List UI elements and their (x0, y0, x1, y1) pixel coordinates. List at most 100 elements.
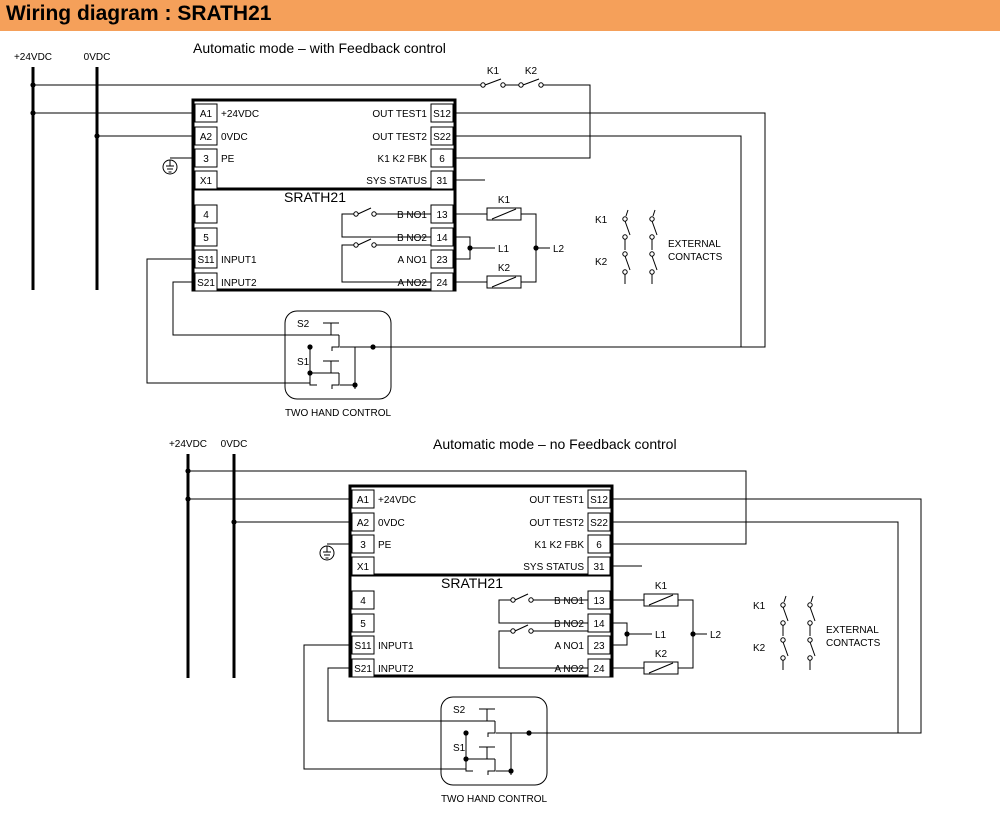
contact-terminal (500, 82, 506, 88)
terminal-S12 (587, 489, 611, 509)
wire (188, 470, 747, 545)
wire (651, 255, 658, 271)
terminal-label: A NO2 (398, 278, 428, 289)
wire (146, 258, 310, 384)
terminal-5 (351, 613, 375, 633)
terminal-label: 0VDC (221, 132, 248, 143)
wire (327, 667, 466, 722)
terminal-label: INPUT1 (378, 641, 414, 652)
terminal-A1 (194, 103, 218, 123)
terminal-label: SYS STATUS (523, 562, 584, 573)
contact-terminal (518, 82, 524, 88)
wire (303, 644, 466, 770)
contact-terminal (807, 655, 813, 661)
wire (514, 624, 529, 632)
label-fb-k1: K1 (487, 66, 500, 77)
contact-terminal (622, 234, 628, 240)
label-coil-k1: K1 (655, 581, 668, 592)
terminal-label: INPUT2 (221, 278, 257, 289)
label-two-hand: TWO HAND CONTROL (285, 408, 392, 419)
terminal-label: K1 K2 FBK (378, 154, 428, 165)
terminal-number: 13 (436, 210, 448, 221)
contact-terminal (622, 216, 628, 222)
wire (809, 641, 816, 657)
terminal-number: 3 (203, 154, 209, 165)
wire (782, 606, 789, 622)
junction-dot (533, 245, 539, 251)
wire (624, 220, 631, 236)
junction-dot (690, 631, 696, 637)
terminal-S22 (430, 126, 454, 146)
contact-terminal (528, 597, 534, 603)
wire (522, 78, 540, 86)
label-l2: L2 (710, 630, 722, 641)
wire (491, 276, 517, 288)
wire (648, 594, 674, 606)
contact-terminal (538, 82, 544, 88)
terminal-number: 23 (436, 255, 448, 266)
terminal-A1 (351, 489, 375, 509)
label-l1: L1 (655, 630, 667, 641)
terminal-number: S11 (354, 641, 371, 652)
label-s1: S1 (453, 743, 466, 754)
label-s2: S2 (453, 705, 466, 716)
wire (782, 641, 789, 657)
terminal-number: 3 (360, 540, 366, 551)
terminal-number: 5 (203, 233, 209, 244)
page-title: Wiring diagram : SRATH21 (6, 2, 272, 25)
label-ext-k2: K2 (753, 643, 766, 654)
terminal-4 (351, 590, 375, 610)
label-ext-k2: K2 (595, 257, 608, 268)
terminal-number: 4 (203, 210, 209, 221)
terminal-number: A1 (357, 495, 370, 506)
wire (455, 84, 591, 159)
label-external: EXTERNAL (826, 625, 879, 636)
wire (651, 220, 658, 236)
terminal-number: S12 (590, 495, 608, 506)
wire (648, 662, 674, 674)
terminal-label: OUT TEST2 (529, 518, 584, 529)
terminal-label: +24VDC (378, 495, 416, 506)
terminal-number: S21 (197, 278, 215, 289)
terminal-S21 (351, 658, 375, 678)
wire (354, 135, 742, 385)
label-contacts: CONTACTS (826, 638, 881, 649)
contact-terminal (371, 211, 377, 217)
terminal-6 (430, 148, 454, 168)
junction-dot (624, 631, 630, 637)
two-hand-box (284, 310, 392, 400)
terminal-label: PE (378, 540, 392, 551)
terminal-label: SYS STATUS (366, 176, 427, 187)
terminal-label: INPUT2 (378, 664, 414, 675)
terminal-number: 24 (593, 664, 605, 675)
wire (341, 213, 431, 238)
terminal-S11 (351, 635, 375, 655)
terminal-label: OUT TEST1 (529, 495, 584, 506)
wire (491, 208, 517, 220)
contact-terminal (528, 628, 534, 634)
terminal-3 (194, 148, 218, 168)
junction-dot (307, 370, 313, 376)
two-hand-box (440, 696, 548, 786)
terminal-number: A2 (200, 132, 213, 143)
terminal-number: 4 (360, 596, 366, 607)
junction-dot (231, 519, 237, 525)
wire (341, 244, 431, 283)
terminal-number: X1 (357, 562, 370, 573)
wire (624, 255, 631, 271)
header-bar: Wiring diagram : SRATH21 (0, 0, 1000, 31)
wire (309, 347, 317, 386)
terminal-3 (351, 534, 375, 554)
terminal-23 (587, 635, 611, 655)
label-coil-k1: K1 (498, 195, 511, 206)
diagram-no-feedback: Automatic mode – no Feedback control+24V… (169, 436, 922, 805)
terminal-number: 6 (439, 154, 445, 165)
terminal-number: S22 (590, 518, 608, 529)
diagram-feedback: Automatic mode – with Feedback control+2… (14, 40, 766, 419)
wire (331, 335, 340, 351)
wire (810, 595, 814, 603)
contact-terminal (622, 251, 628, 257)
terminal-5 (194, 227, 218, 247)
contact-terminal (780, 655, 786, 661)
terminal-A2 (351, 512, 375, 532)
